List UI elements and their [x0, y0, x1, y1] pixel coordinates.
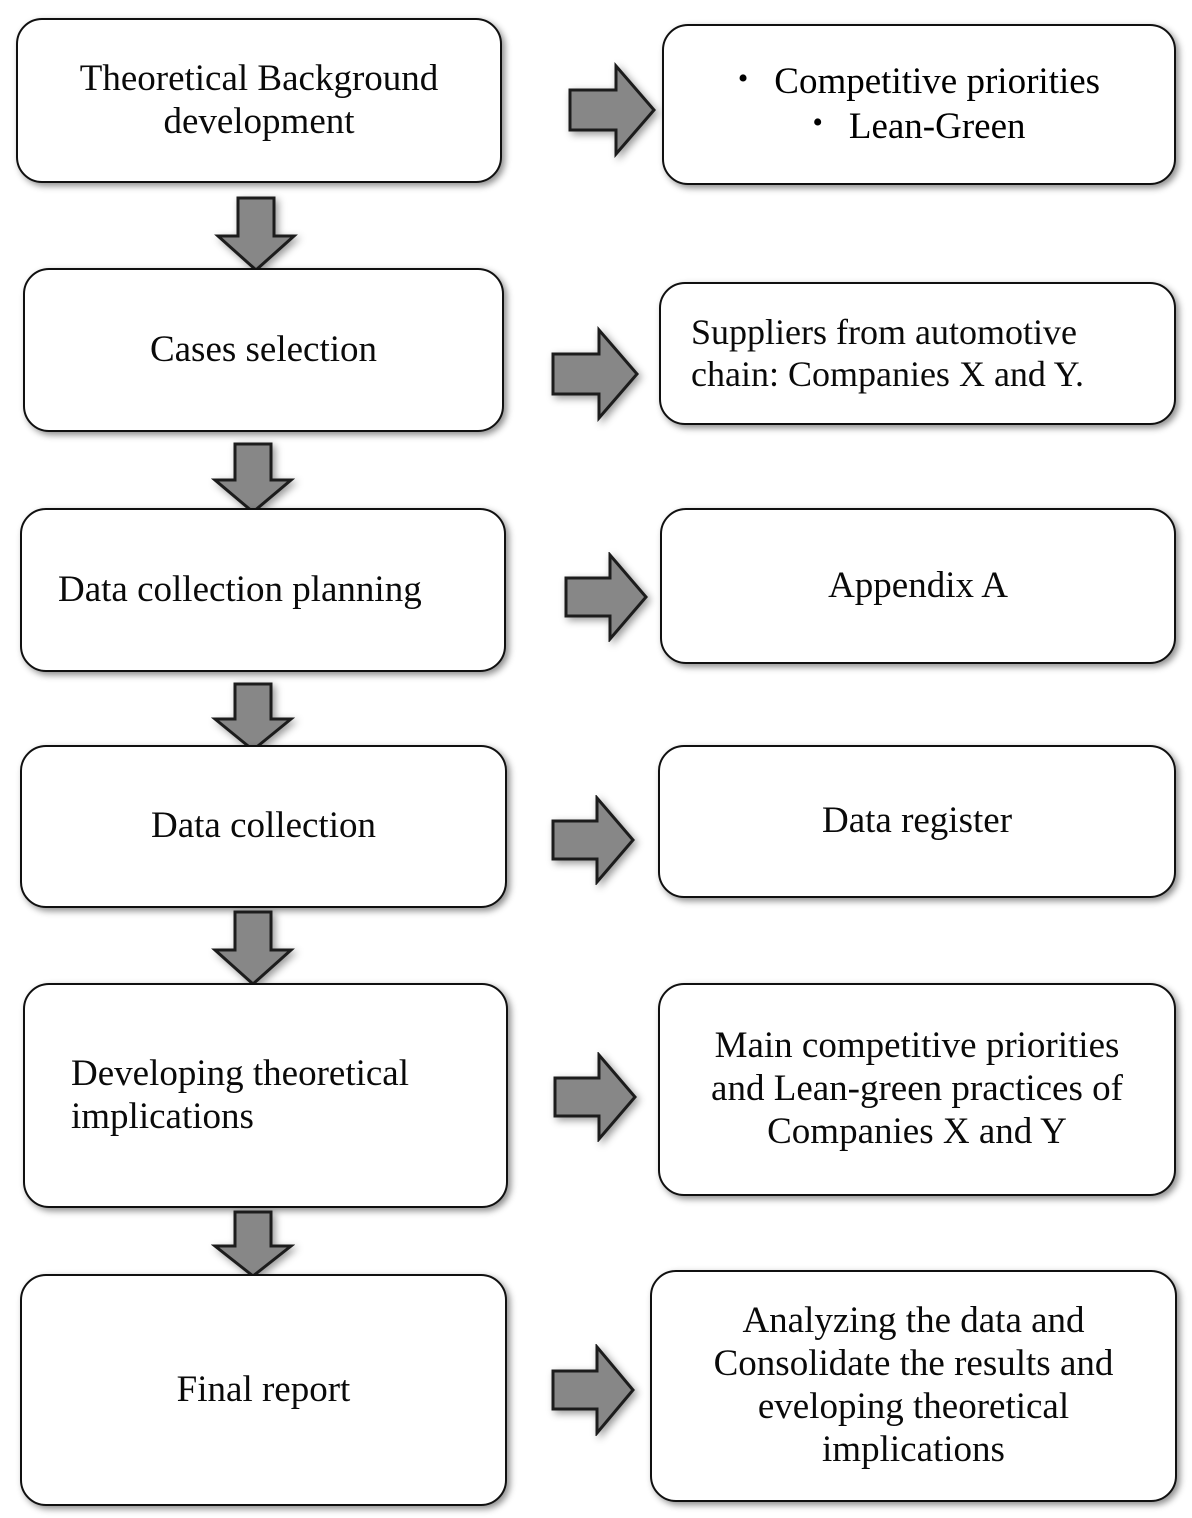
bullet-dot-icon: •: [737, 62, 749, 95]
process-box-step-6[interactable]: Final report: [20, 1274, 507, 1506]
bullet-text-1: Lean-Green: [848, 105, 1026, 147]
output-box-step-5[interactable]: Main competitive priorities and Lean-gre…: [658, 983, 1176, 1196]
process-label-step-2: Cases selection: [149, 328, 378, 370]
process-box-step-3[interactable]: Data collection planning: [20, 508, 506, 672]
process-label-step-5: Developing theoretical implications: [71, 1052, 410, 1137]
output-box-step-3[interactable]: Appendix A: [660, 508, 1176, 664]
bullet-text-0: Competitive priorities: [774, 61, 1101, 103]
output-box-step-2[interactable]: Suppliers from automotive chain: Compani…: [659, 282, 1176, 425]
right-arrow-icon-2: [551, 326, 639, 422]
process-label-step-1: Theoretical Background development: [79, 57, 439, 142]
output-box-step-6[interactable]: Analyzing the data and Consolidate the r…: [650, 1270, 1177, 1502]
right-arrow-icon-5: [553, 1052, 637, 1142]
output-label-step-2: Suppliers from automotive chain: Compani…: [691, 311, 1084, 394]
process-box-step-4[interactable]: Data collection: [20, 745, 507, 908]
process-label-step-6: Final report: [176, 1368, 351, 1410]
right-arrow-icon-4: [551, 795, 635, 885]
output-label-step-6: Analyzing the data and Consolidate the r…: [713, 1300, 1114, 1470]
down-arrow-icon-3: [211, 682, 295, 752]
right-arrow-icon-6: [551, 1344, 635, 1436]
process-box-step-5[interactable]: Developing theoretical implications: [23, 983, 508, 1208]
down-arrow-icon-2: [211, 442, 295, 514]
bullet-item-0: • Competitive priorities: [682, 60, 1156, 104]
right-arrow-icon-1: [568, 62, 656, 158]
process-label-step-4: Data collection: [151, 805, 376, 847]
output-label-step-3: Appendix A: [828, 564, 1008, 606]
right-arrow-icon-3: [564, 552, 648, 642]
output-box-step-4[interactable]: Data register: [658, 745, 1176, 898]
process-label-step-3: Data collection planning: [58, 568, 422, 610]
output-label-step-4: Data register: [821, 800, 1013, 842]
output-box-step-1[interactable]: • Competitive priorities • Lean-Green: [662, 24, 1176, 185]
output-label-step-5: Main competitive priorities and Lean-gre…: [711, 1025, 1123, 1152]
bullet-item-1: • Lean-Green: [682, 105, 1156, 149]
bullet-dot-icon: •: [812, 107, 823, 140]
down-arrow-icon-5: [211, 1210, 295, 1278]
process-box-step-2[interactable]: Cases selection: [23, 268, 504, 432]
down-arrow-icon-1: [214, 196, 298, 272]
down-arrow-icon-4: [211, 910, 295, 986]
process-box-step-1[interactable]: Theoretical Background development: [16, 18, 502, 183]
output-bullet-list-step-1: • Competitive priorities • Lean-Green: [682, 60, 1156, 149]
